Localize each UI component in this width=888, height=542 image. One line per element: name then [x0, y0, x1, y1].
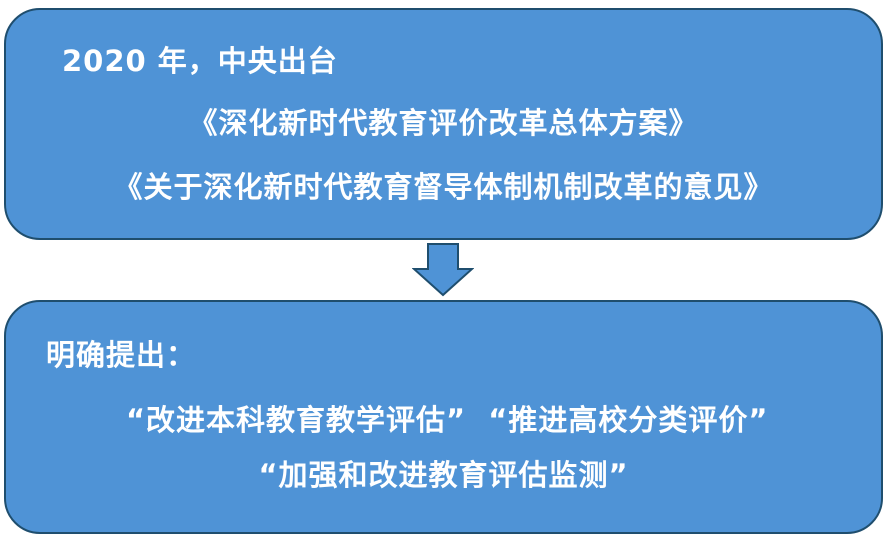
proposals-heading: 明确提出： [46, 338, 197, 372]
proposal-items-2: “加强和改进教育评估监测” [258, 458, 629, 492]
year-intro-text: 2020 年，中央出台 [62, 44, 338, 78]
proposal-items-1: “改进本科教育教学评估” “推进高校分类评价” [126, 403, 769, 437]
proposals-box: 明确提出： “改进本科教育教学评估” “推进高校分类评价” “加强和改进教育评估… [4, 300, 883, 534]
down-arrow-icon [412, 243, 474, 297]
policy-box: 2020 年，中央出台 《深化新时代教育评价改革总体方案》 《关于深化新时代教育… [4, 8, 883, 240]
policy-title-2: 《关于深化新时代教育督导体制机制改革的意见》 [113, 170, 774, 204]
policy-title-1: 《深化新时代教育评价改革总体方案》 [188, 106, 699, 140]
